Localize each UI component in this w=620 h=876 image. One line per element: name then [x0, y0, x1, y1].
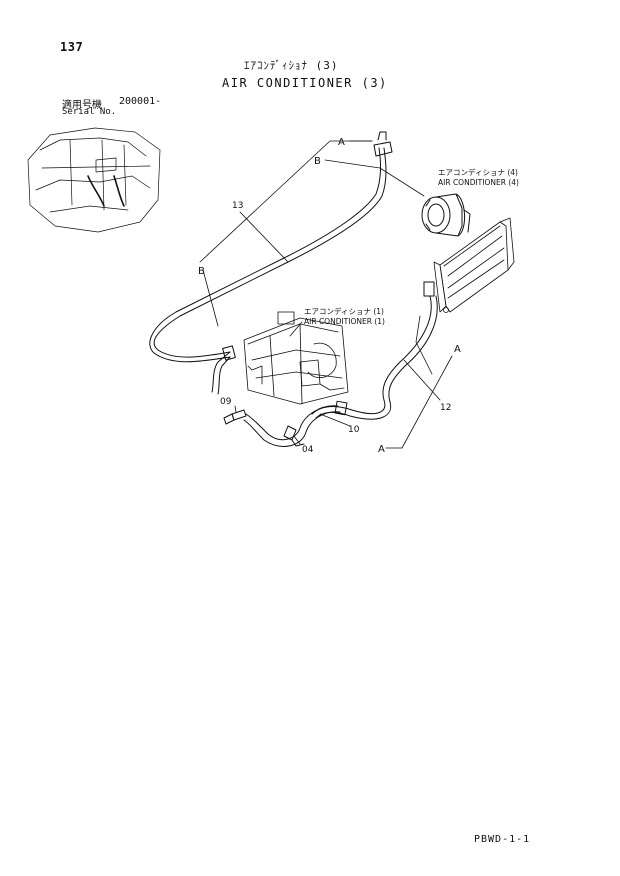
- reference-label-japanese: エアコンディショナ (1): [304, 306, 384, 316]
- part-number-label: 10: [348, 425, 360, 435]
- machine-overview-sketch: [27, 127, 161, 233]
- page-title-japanese: ｴｱｺﾝﾃﾞｨｼｮﾅ (3): [244, 59, 339, 72]
- page-number: 137: [60, 40, 84, 54]
- connection-label: A: [454, 344, 461, 355]
- serial-label-japanese: 適用号機: [62, 100, 102, 111]
- condenser: [433, 217, 515, 313]
- connection-label: A: [378, 444, 385, 455]
- part-number-label: 09: [220, 397, 232, 407]
- serial-label: Serial No.: [62, 107, 117, 117]
- air-conditioner-unit: [243, 311, 349, 405]
- connection-label: B: [198, 266, 205, 277]
- leader-lines: [199, 140, 453, 449]
- part-number-label: 13: [232, 201, 243, 211]
- part-number-label: 04: [302, 445, 314, 455]
- bolt-09: [223, 409, 247, 425]
- serial-range: 200001-: [119, 96, 162, 107]
- hose-12: [311, 281, 438, 420]
- hose-10: [243, 400, 348, 447]
- page-title: AIR CONDITIONER (3): [222, 76, 388, 90]
- connection-label: A: [338, 137, 345, 148]
- connection-label: B: [314, 156, 321, 167]
- reference-label: AIR CONDITIONER (4): [438, 178, 519, 187]
- clamp-04: [283, 425, 305, 447]
- footer-code: PBWD-1-1: [474, 834, 531, 845]
- part-number-label: 12: [440, 403, 451, 413]
- reference-label-japanese: エアコンディショナ (4): [438, 167, 518, 177]
- reference-label: AIR CONDITIONER (1): [304, 317, 385, 326]
- compressor: [421, 193, 471, 237]
